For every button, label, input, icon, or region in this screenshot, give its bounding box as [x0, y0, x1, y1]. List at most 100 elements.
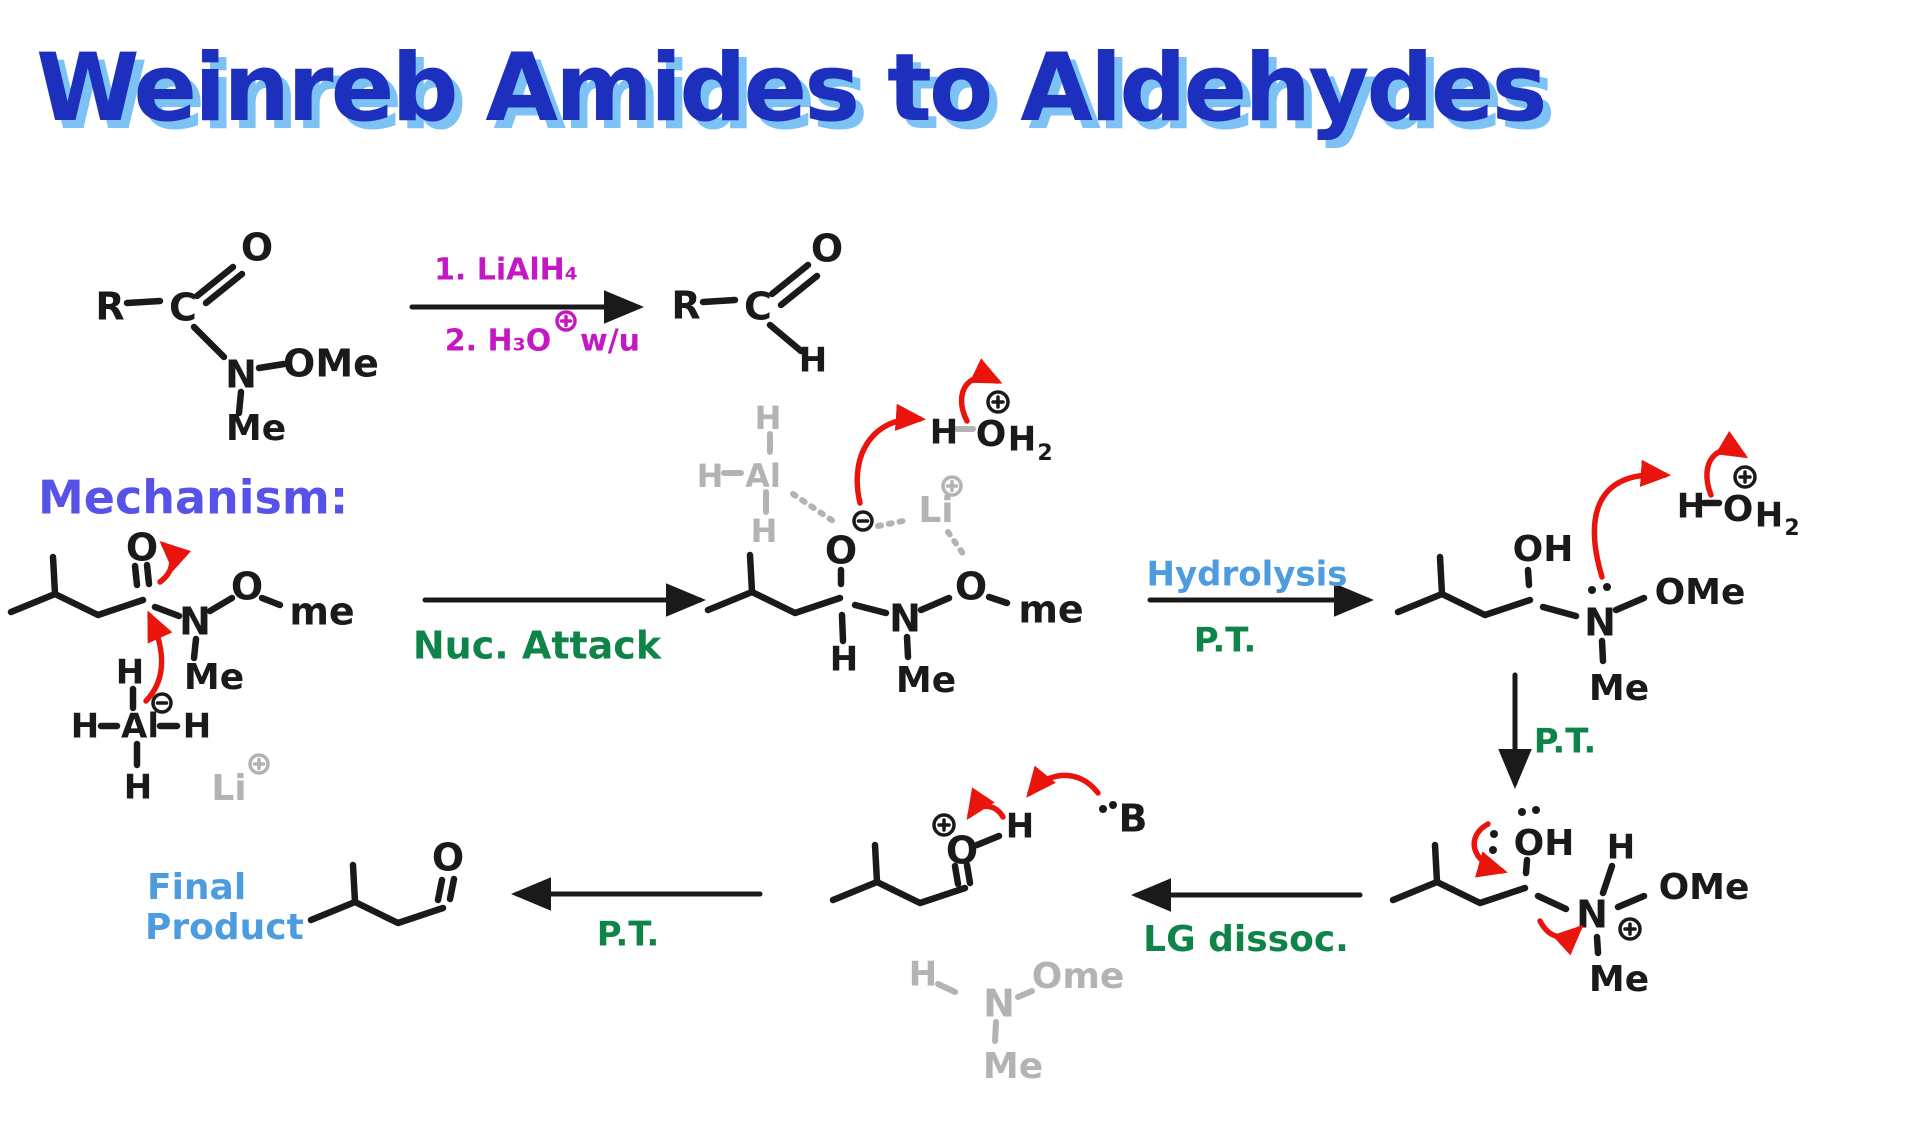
plus-charge-icon: [248, 753, 270, 775]
atom-label: H: [1008, 420, 1036, 460]
plus-charge-icon: [1733, 465, 1757, 489]
final-product-label: Final Product: [145, 867, 304, 948]
coordination-bond-li-o: [945, 529, 969, 561]
atom-label: Li: [211, 768, 246, 809]
atom-label: N: [225, 353, 257, 397]
atom-label: O: [231, 565, 263, 609]
atom-label: H: [751, 512, 778, 550]
step-label: LG dissoc.: [1143, 919, 1349, 960]
bonds: [1394, 499, 1723, 665]
atom-label: N: [1584, 601, 1616, 645]
condition-step1: 1. LiAlH₄: [434, 253, 578, 288]
atom-label: O: [825, 529, 857, 573]
page-title: Weinreb Amides to Aldehydes: [36, 34, 1547, 143]
step-arrow-pt-down: P.T.: [1498, 672, 1597, 789]
atom-label: Ome: [1032, 956, 1125, 997]
atom-label: H: [830, 640, 858, 680]
electron-arrow-oh-to-charge: [959, 358, 1003, 424]
final-label-line2: Product: [145, 907, 304, 948]
atom-label: O: [946, 829, 978, 873]
atom-label: O: [126, 526, 158, 570]
atom-label: Me: [896, 660, 956, 701]
hydronium: H O H 2: [930, 390, 1053, 466]
atom-label: H: [1006, 807, 1034, 847]
atom-label: O: [1723, 489, 1754, 530]
atom-label: C: [169, 286, 197, 330]
gray-bonds: [721, 426, 976, 515]
step-label: P.T.: [1534, 722, 1597, 762]
plus-charge-icon: [1618, 917, 1642, 941]
coordination-bond-al-o: [790, 491, 839, 526]
atom-label: H: [930, 413, 958, 453]
atom-label: H: [183, 707, 211, 747]
atom-label: O: [241, 226, 273, 270]
atom-label: H: [755, 399, 782, 437]
electron-arrow-alkoxide-to-h: [854, 403, 927, 506]
atom-label: H: [799, 341, 827, 381]
atom-label: H: [116, 653, 144, 693]
structure-protonated-aldehyde: O H B: [829, 765, 1147, 907]
coordination-bond-o-li: [875, 517, 911, 529]
electron-arrow-oh-to-o: [966, 787, 1006, 821]
electron-arrow-co-to-o: [157, 540, 192, 585]
lone-pair-dot: [1490, 830, 1498, 838]
plus-charge-icon: [941, 475, 963, 497]
electron-arrow-o-lonepair-down: [1471, 821, 1508, 878]
plus-charge-icon: [555, 310, 577, 332]
atom-label: OMe: [283, 342, 379, 386]
bonds: [1389, 841, 1648, 957]
electron-arrow-cn-to-n: [1537, 918, 1584, 956]
atom-label: Me: [1589, 668, 1649, 709]
lone-pair-dot: [1489, 846, 1497, 854]
atom-label: C: [744, 285, 772, 329]
plus-charge-icon: [932, 813, 956, 837]
condition-step2: 2. H₃O: [445, 324, 551, 359]
atom-label: H: [71, 707, 99, 747]
overview-reaction: R C O N OMe Me 1. LiAlH₄ 2. H₃O w/u R C: [95, 226, 843, 450]
atom-label: H: [1607, 828, 1635, 868]
minus-charge-icon: [852, 510, 874, 532]
step-arrow-lg-dissoc: LG dissoc.: [1131, 878, 1363, 960]
structure-tetrahedral-alkoxide: O H N Me O me H H Al H Li H O H 2: [697, 358, 1084, 701]
atom-label: Al: [121, 707, 159, 747]
structure-amine-leaving-group: H N Ome Me: [909, 955, 1125, 1088]
structure-aldehyde-generic: R C O H: [671, 227, 843, 381]
atom-label: N: [889, 597, 921, 641]
atom-label: O: [955, 565, 987, 609]
step-label: Nuc. Attack: [413, 624, 662, 668]
condition-workup: w/u: [580, 324, 640, 359]
atom-label: R: [671, 284, 700, 328]
atom-label: O: [811, 227, 843, 271]
bonds: [699, 261, 821, 355]
lone-pair-dot: [1099, 805, 1107, 813]
atom-label: N: [179, 600, 211, 644]
atom-label: N: [983, 982, 1015, 1026]
atom-label: OMe: [1659, 867, 1750, 908]
atom-label: O: [432, 836, 464, 880]
reaction-arrow-conditions: 1. LiAlH₄ 2. H₃O w/u: [409, 253, 644, 359]
bonds: [307, 861, 458, 927]
step-label: Hydrolysis: [1146, 555, 1347, 595]
electron-arrow-oh-to-charge: [1704, 430, 1749, 498]
atom-label: Me: [1589, 959, 1649, 1000]
bonds: [123, 263, 288, 417]
lone-pair-dot: [1109, 801, 1117, 809]
step-arrow-hydrolysis: Hydrolysis P.T.: [1146, 555, 1374, 661]
atom-label: Me: [983, 1046, 1043, 1087]
step-label: P.T.: [1194, 621, 1257, 661]
atom-label: OMe: [1655, 572, 1746, 613]
final-label-line1: Final: [147, 867, 246, 908]
atom-label: Me: [184, 657, 244, 698]
minus-charge-icon: [151, 692, 173, 714]
atom-label: Me: [226, 408, 286, 449]
step-label: P.T.: [597, 915, 660, 955]
subscript: 2: [1037, 441, 1052, 466]
electron-arrow-n-to-h: [1591, 459, 1672, 580]
atom-label: OH: [1514, 823, 1575, 864]
mechanism-heading: Mechanism:: [38, 471, 348, 525]
atom-label: Li: [918, 490, 953, 531]
atom-label: me: [1018, 588, 1083, 632]
lone-pair-dot: [1588, 586, 1596, 594]
